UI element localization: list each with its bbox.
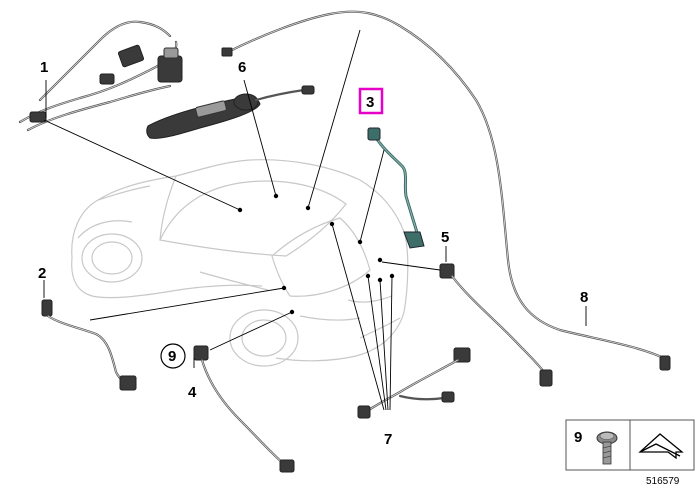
legend-callout-9: 9 — [574, 429, 582, 446]
image-number: 516579 — [646, 476, 680, 487]
part-3-cable — [367, 127, 425, 249]
arrow-icon — [638, 433, 684, 460]
leader-dots — [237, 193, 395, 315]
part-7-harness — [357, 347, 471, 419]
part-2-sensor — [41, 299, 137, 391]
callout-9: 9 — [168, 348, 176, 365]
callout-8: 8 — [580, 289, 588, 306]
callout-5: 5 — [441, 229, 449, 246]
part-6-handle — [146, 85, 315, 139]
legend-box: 9 516579 — [565, 419, 695, 487]
part-4-sensor — [193, 345, 295, 473]
callout-6: 6 — [238, 59, 246, 76]
callout-4: 4 — [188, 384, 197, 401]
part-5-connector — [439, 263, 553, 387]
screw-icon — [596, 431, 618, 465]
leader-lines — [43, 29, 587, 411]
highlight-box — [358, 87, 384, 115]
part-8-long-cable — [221, 10, 671, 371]
callout-1: 1 — [40, 59, 48, 76]
callout-7: 7 — [384, 431, 392, 448]
part-1-harness — [18, 20, 183, 132]
callout-2: 2 — [38, 265, 46, 282]
car-outline — [71, 159, 409, 367]
callout-9-circle — [160, 343, 186, 369]
callout-3: 3 — [366, 94, 374, 111]
